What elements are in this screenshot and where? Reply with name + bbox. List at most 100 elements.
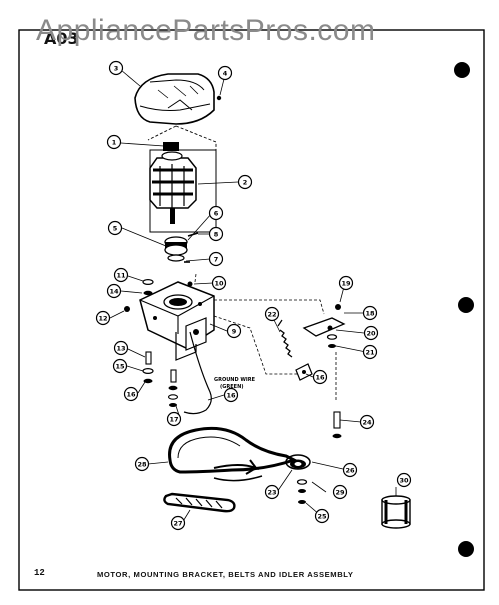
- svg-text:9: 9: [232, 327, 237, 335]
- callout-6: 6: [208, 205, 224, 221]
- svg-text:15: 15: [115, 362, 125, 370]
- svg-text:18: 18: [365, 309, 375, 317]
- ground-wire: [183, 331, 212, 415]
- filter-cartridge: [381, 495, 411, 529]
- callout-21: 19: [338, 275, 354, 291]
- svg-text:26: 26: [345, 466, 355, 474]
- motor: [149, 142, 197, 224]
- corner-mark: A03: [44, 29, 79, 48]
- bracket-leader-dashes: [194, 273, 325, 375]
- callout-24: 22: [264, 306, 280, 322]
- svg-text:25: 25: [317, 512, 327, 520]
- idler-spring: [277, 319, 293, 358]
- watermark: AppliancePartsPros.com: [36, 14, 376, 47]
- pump-belt: [163, 492, 236, 513]
- callout-30: 28: [134, 456, 150, 472]
- ground-wire-label-2: (GREEN): [220, 384, 244, 390]
- svg-text:21: 21: [365, 348, 375, 356]
- svg-text:2: 2: [243, 178, 248, 186]
- idler-clip: [295, 363, 313, 381]
- svg-text:28: 28: [137, 460, 147, 468]
- callout-16-c: 16: [312, 369, 328, 385]
- motor-pulley: [164, 236, 188, 256]
- ground-wire-label-1: GROUND WIRE: [214, 377, 256, 383]
- callout-25: 23: [264, 484, 280, 500]
- callout-2: 2: [237, 174, 253, 190]
- idler-washer: [332, 433, 342, 439]
- callout-28: 26: [342, 462, 358, 478]
- svg-text:29: 29: [335, 488, 345, 496]
- svg-text:12: 12: [98, 314, 107, 322]
- callout-27: 25: [314, 508, 330, 524]
- callout-7: 7: [208, 251, 224, 267]
- callout-29: 27: [170, 515, 186, 531]
- callout-20: 18: [362, 305, 378, 321]
- page-border: [18, 29, 485, 591]
- drive-belt: [168, 426, 298, 474]
- callout-16-a: 16: [123, 386, 139, 402]
- callout-3: 3: [108, 60, 124, 76]
- mounting-bracket: [139, 281, 215, 361]
- idler-pulley: [285, 454, 311, 470]
- motor-cover: [134, 73, 215, 125]
- binder-hole-top: [454, 62, 470, 78]
- svg-text:19: 19: [341, 279, 351, 287]
- diagram-title: MOTOR, MOUNTING BRACKET, BELTS AND IDLER…: [97, 570, 354, 579]
- svg-text:7: 7: [214, 255, 219, 263]
- pulley-spacer: [298, 489, 306, 493]
- svg-text:1: 1: [112, 138, 117, 146]
- svg-text:5: 5: [113, 224, 118, 232]
- svg-text:24: 24: [362, 418, 372, 426]
- svg-text:20: 20: [366, 329, 376, 337]
- svg-text:8: 8: [214, 230, 219, 238]
- svg-text:22: 22: [267, 310, 276, 318]
- cover-screw: [216, 95, 222, 101]
- svg-text:23: 23: [267, 488, 276, 496]
- svg-text:16: 16: [226, 391, 236, 399]
- idler-shaft: [333, 411, 341, 429]
- svg-text:3: 3: [114, 64, 119, 72]
- callout-16-b: 16: [223, 387, 239, 403]
- binder-hole-middle: [458, 297, 474, 313]
- callout-14: 14: [106, 283, 122, 299]
- svg-text:13: 13: [116, 344, 125, 352]
- callout-17: 17: [166, 411, 182, 427]
- callout-8: 8: [208, 226, 224, 242]
- svg-text:30: 30: [399, 476, 409, 484]
- callout-12: 12: [95, 310, 111, 326]
- leader-31: [311, 481, 327, 493]
- callout-4: 4: [217, 65, 233, 81]
- svg-text:16: 16: [315, 373, 325, 381]
- callout-1: 1: [106, 134, 122, 150]
- svg-text:17: 17: [169, 415, 178, 423]
- callout-11: 11: [113, 267, 129, 283]
- callout-32: 30: [396, 472, 412, 488]
- svg-text:14: 14: [109, 287, 119, 295]
- callout-5: 5: [107, 220, 123, 236]
- callout-31: 29: [332, 484, 348, 500]
- callout-9: 9: [226, 323, 242, 339]
- svg-text:27: 27: [173, 519, 182, 527]
- callout-26: 24: [359, 414, 375, 430]
- callout-bubbles: 3 4 1 2 6 5 8 7 11 14 12 10 9 13 15 16 1…: [95, 60, 412, 531]
- svg-text:11: 11: [116, 271, 126, 279]
- svg-text:4: 4: [223, 69, 228, 77]
- pulley-nut: [298, 500, 306, 504]
- svg-text:6: 6: [214, 209, 219, 217]
- callout-13: 13: [113, 340, 129, 356]
- pulley-washer: [296, 479, 308, 485]
- belt-direction-arrow: [213, 459, 259, 475]
- binder-hole-bottom: [458, 541, 474, 557]
- svg-text:16: 16: [126, 390, 136, 398]
- idler-bracket: [302, 304, 346, 348]
- callout-22: 20: [363, 325, 379, 341]
- belt-arrow-tail: [213, 475, 263, 482]
- page-number: 12: [34, 568, 45, 578]
- svg-text:10: 10: [214, 279, 224, 287]
- callout-10: 10: [211, 275, 227, 291]
- callout-15: 15: [112, 358, 128, 374]
- bracket-fasteners: [124, 279, 193, 407]
- washer: [167, 254, 185, 262]
